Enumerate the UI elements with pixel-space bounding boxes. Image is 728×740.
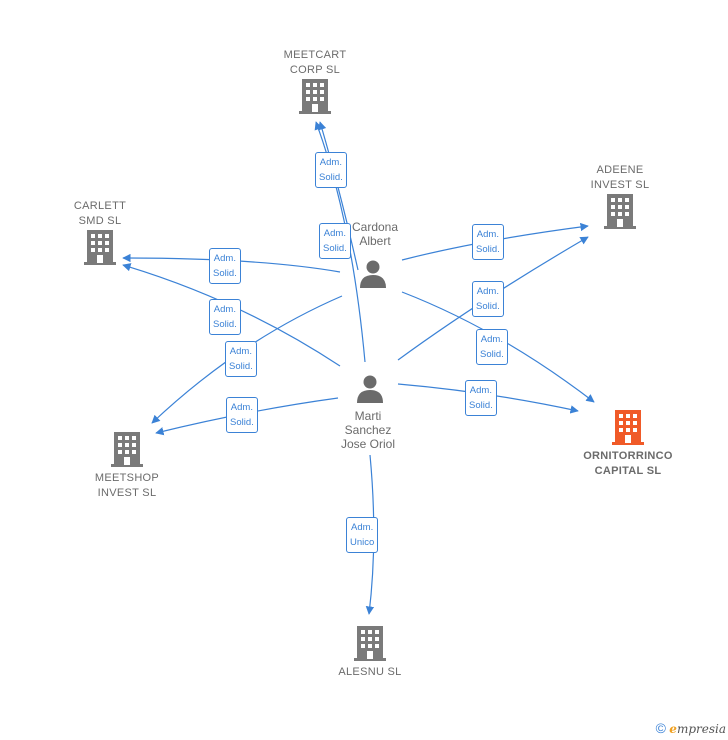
footer-brand[interactable]: © empresia [656, 720, 726, 736]
edge-label-marti-alesnu: Adm. Unico [346, 517, 379, 553]
company-name: MEETSHOP INVEST SL [94, 472, 160, 499]
building-icon [604, 194, 636, 229]
company-meetcart[interactable]: MEETCART CORP SL [262, 48, 368, 114]
person-cardona-label: Cardona Albert [351, 220, 399, 248]
edge-label-marti-meetshop: Adm. Solid. [226, 397, 258, 433]
edge-label-cardona-adeene: Adm. Solid. [472, 224, 504, 260]
edge-label-marti-ornitorrinco: Adm. Solid. [465, 380, 497, 416]
person-icon[interactable] [358, 258, 388, 288]
company-name: ALESNU SL [338, 666, 402, 678]
edge-label-marti-carlett: Adm. Solid. [209, 299, 241, 335]
brand-logo-e: e [669, 722, 677, 736]
edge-label-cardona-meetcart: Adm. Solid. [315, 152, 347, 188]
company-carlett[interactable]: CARLETT SMD SL [50, 199, 150, 265]
person-icon[interactable] [355, 373, 385, 403]
company-ornitorrinco[interactable]: ORNITORRINCO CAPITAL SL [568, 409, 688, 479]
company-meetshop[interactable]: MEETSHOP INVEST SL [75, 431, 179, 501]
company-name: CARLETT SMD SL [73, 200, 127, 227]
edge-cardona-carlett [122, 253, 341, 273]
brand-logo-text: mpresia [676, 722, 726, 736]
edge-cardona-meetcart [318, 121, 359, 271]
building-icon-focus [612, 410, 644, 445]
edge-label-marti-adeene: Adm. Solid. [472, 281, 504, 317]
building-icon [111, 432, 143, 467]
edge-label-marti-meetcart: Adm. Solid. [319, 223, 351, 259]
building-icon [84, 230, 116, 265]
edge-label-cardona-meetshop: Adm. Solid. [225, 341, 257, 377]
person-marti-label: Marti Sanchez Jose Oriol [340, 409, 396, 451]
company-name: ADEENE INVEST SL [590, 164, 650, 191]
company-name: MEETCART CORP SL [283, 49, 347, 76]
copyright-symbol: © [655, 720, 666, 736]
company-name: ORNITORRINCO CAPITAL SL [583, 450, 673, 477]
edge-label-cardona-ornitorrinco: Adm. Solid. [476, 329, 508, 365]
edge-label-cardona-carlett: Adm. Solid. [209, 248, 241, 284]
company-alesnu[interactable]: ALESNU SL [318, 625, 422, 680]
building-icon [299, 79, 331, 114]
company-adeene[interactable]: ADEENE INVEST SL [570, 163, 670, 229]
building-icon [354, 626, 386, 661]
